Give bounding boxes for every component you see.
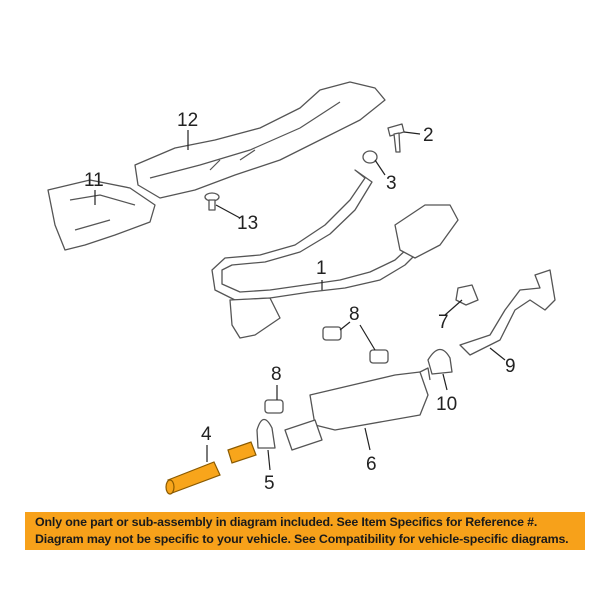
callout-3: 3 xyxy=(386,173,397,194)
callout-7: 7 xyxy=(438,312,449,333)
callout-8-lower: 8 xyxy=(271,364,282,385)
part-2-bolt xyxy=(387,123,405,153)
part-5-clamp xyxy=(256,418,276,449)
callout-6: 6 xyxy=(366,454,377,475)
leader-lines xyxy=(94,130,506,471)
callout-12: 12 xyxy=(177,110,198,131)
disclaimer-banner: Only one part or sub-assembly in diagram… xyxy=(25,512,585,550)
part-1-front-pipe xyxy=(211,169,459,339)
part-3-nut xyxy=(362,150,378,164)
callout-11: 11 xyxy=(84,170,104,191)
callout-1: 1 xyxy=(316,258,327,279)
disclaimer-line-2: Diagram may not be specific to your vehi… xyxy=(35,532,569,546)
callout-10: 10 xyxy=(436,394,457,415)
part-4-extension-pipe xyxy=(165,441,257,495)
callout-13: 13 xyxy=(237,213,258,234)
disclaimer-line-1: Only one part or sub-assembly in diagram… xyxy=(35,515,538,529)
part-9-tailpipe xyxy=(459,269,556,356)
part-6-muffler xyxy=(284,367,431,451)
callout-8-upper: 8 xyxy=(349,304,360,325)
part-8-hanger-lower xyxy=(264,399,284,414)
callout-9: 9 xyxy=(505,356,516,377)
part-11-shield xyxy=(47,179,156,251)
part-13-bolt xyxy=(204,192,220,211)
callout-4: 4 xyxy=(201,424,212,445)
part-12-heat-shield xyxy=(134,81,386,199)
callout-5: 5 xyxy=(264,473,275,494)
part-8-hanger-upper xyxy=(322,326,389,364)
part-10-clamp xyxy=(427,348,453,375)
callout-2: 2 xyxy=(423,125,434,146)
